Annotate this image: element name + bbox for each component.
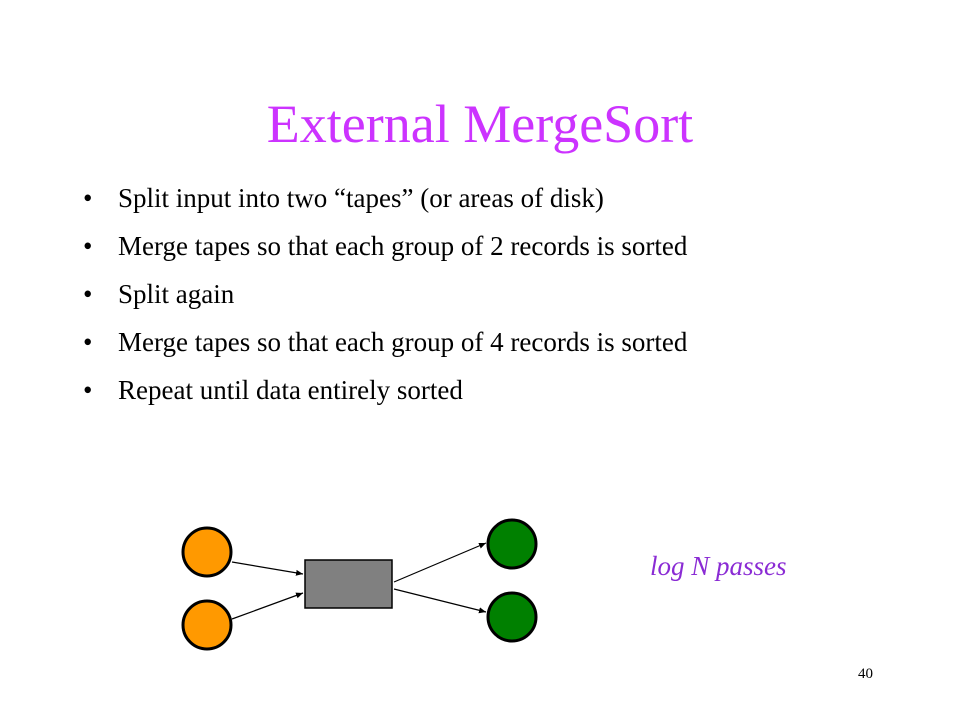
output-tape-top xyxy=(486,518,538,570)
bullet-item: • Repeat until data entirely sorted xyxy=(78,375,838,406)
bullet-icon: • xyxy=(83,327,93,357)
bullet-list: • Split input into two “tapes” (or areas… xyxy=(78,183,838,423)
input-tape-top xyxy=(181,526,233,578)
bullet-icon: • xyxy=(83,279,93,309)
page-number: 40 xyxy=(858,666,873,682)
passes-annotation: log N passes xyxy=(650,551,787,581)
arrow-input-bottom-to-merge xyxy=(231,592,304,620)
slide-title: External MergeSort xyxy=(266,94,694,154)
arrow-merge-to-output-top xyxy=(393,542,487,583)
bullet-item: • Split input into two “tapes” (or areas… xyxy=(78,183,838,214)
bullet-text: Merge tapes so that each group of 4 reco… xyxy=(118,327,688,357)
merge-box xyxy=(304,559,393,609)
bullet-text: Split input into two “tapes” (or areas o… xyxy=(118,183,604,213)
output-tape-bottom xyxy=(486,591,538,643)
bullet-icon: • xyxy=(83,375,93,405)
bullet-item: • Merge tapes so that each group of 2 re… xyxy=(78,231,838,262)
bullet-item: • Merge tapes so that each group of 4 re… xyxy=(78,327,838,358)
arrow-merge-to-output-bottom xyxy=(393,588,487,614)
bullet-icon: • xyxy=(83,183,93,213)
merge-diagram xyxy=(181,518,538,651)
arrow-input-top-to-merge xyxy=(231,561,304,576)
bullet-icon: • xyxy=(83,231,93,261)
bullet-text: Split again xyxy=(118,279,235,309)
bullet-text: Merge tapes so that each group of 2 reco… xyxy=(118,231,688,261)
bullet-item: • Split again xyxy=(78,279,838,310)
bullet-text: Repeat until data entirely sorted xyxy=(118,375,463,405)
input-tape-bottom xyxy=(181,599,233,651)
